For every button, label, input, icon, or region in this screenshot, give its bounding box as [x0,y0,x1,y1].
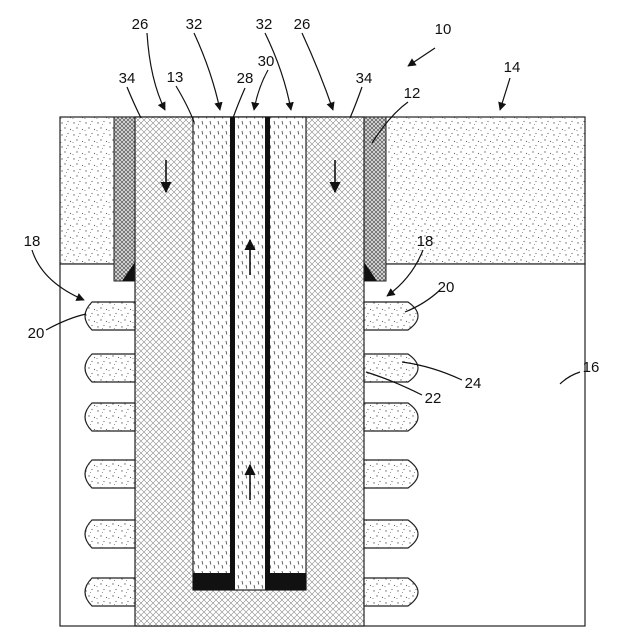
fracture-right [364,302,418,330]
ref-label-16: 16 [583,359,600,376]
leader-26-left [147,33,165,110]
ref-label-18-right: 18 [417,233,434,250]
ref-label-34-left: 34 [119,70,136,87]
leader-34-right [350,87,362,118]
ref-label-22: 22 [425,390,442,407]
fracture-left [85,403,135,431]
ref-label-18-left: 18 [24,233,41,250]
ref-label-12: 12 [404,85,421,102]
ref-label-10: 10 [435,21,452,38]
leader-14 [500,78,510,110]
ref-label-28: 28 [237,70,254,87]
leader-26-right [302,33,333,110]
leader-30 [254,70,268,110]
ref-label-30: 30 [258,53,275,70]
leader-34-left [127,87,141,118]
fracture-right [364,578,418,606]
leader-10 [408,48,435,66]
fracture-left [85,520,135,548]
leader-28 [233,88,245,118]
ref-label-20-right: 20 [438,279,455,296]
base-plug-right [265,573,306,590]
ref-label-26-right: 26 [294,16,311,33]
ref-label-13: 13 [167,69,184,86]
fracture-right [364,403,418,431]
liner-12-left [114,117,135,281]
fracture-right [364,460,418,488]
ref-label-14: 14 [504,59,521,76]
ref-label-26-left: 26 [132,16,149,33]
ref-label-24: 24 [465,375,482,392]
ref-label-32-left: 32 [186,16,203,33]
fracture-left [85,302,135,330]
inner-wall-left [230,117,235,590]
ref-label-34-right: 34 [356,70,373,87]
fracture-right [364,354,418,382]
leader-32-left [194,33,220,110]
inner-pipe-32 [193,117,306,590]
inner-wall-right [265,117,270,590]
ref-label-32-right: 32 [256,16,273,33]
fracture-left [85,354,135,382]
ref-label-20-left: 20 [28,325,45,342]
fracture-right [364,520,418,548]
leader-32-right [265,33,291,110]
base-plug-left [193,573,235,590]
fracture-left [85,460,135,488]
fracture-left [85,578,135,606]
liner-12-right [364,117,386,281]
